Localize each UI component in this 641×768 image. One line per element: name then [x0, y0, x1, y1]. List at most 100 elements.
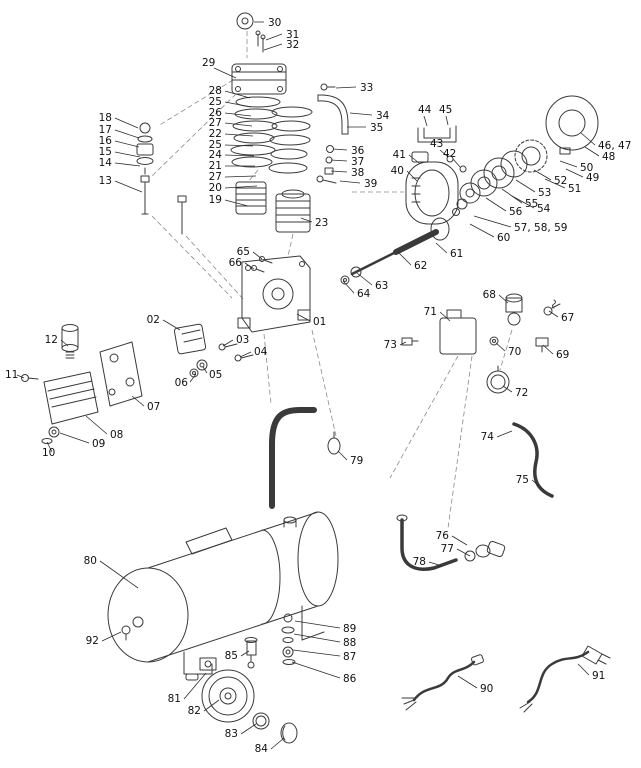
leader-line-34 [349, 112, 373, 116]
leader-line-44 [423, 115, 428, 127]
part-label-18: 18 [99, 112, 112, 124]
leader-line-25 [224, 101, 252, 108]
leader-line-81 [183, 672, 207, 700]
part-label-36: 36 [351, 145, 365, 157]
outlet-tube-fittings [316, 83, 349, 184]
part-label-25: 25 [209, 96, 222, 108]
leader-line-17 [114, 129, 140, 139]
fan-bearing-stack [452, 95, 599, 216]
labels-layer: 3031322933282526272225242127201934351817… [5, 17, 631, 755]
part-label-49: 49 [586, 172, 599, 184]
part-label-27: 27 [209, 171, 222, 183]
part-label-07: 07 [147, 401, 160, 413]
power-cords [401, 645, 611, 713]
leader-line-03 [222, 339, 234, 347]
leader-line-08 [85, 415, 108, 435]
leader-line-24 [224, 154, 255, 157]
leader-line-62 [398, 252, 412, 266]
part-label-13: 13 [99, 175, 112, 187]
part-label-28: 28 [209, 85, 222, 97]
part-label-90: 90 [480, 683, 493, 695]
leader-line-42 [452, 158, 461, 168]
leader-line-01 [296, 313, 311, 322]
wheel-kit [201, 669, 298, 744]
part-label-86: 86 [343, 673, 357, 685]
part-label-12: 12 [45, 334, 58, 346]
leader-line-72 [502, 385, 513, 393]
part-label-71: 71 [424, 306, 437, 318]
leader-line-33 [335, 86, 357, 89]
part-label-67: 67 [561, 312, 574, 324]
part-label-15: 15 [99, 146, 112, 158]
leader-line-14 [114, 162, 141, 167]
part-label-10: 10 [42, 447, 55, 459]
part-label-54: 54 [537, 203, 551, 215]
part-label-44: 44 [418, 104, 432, 116]
leader-line-07 [131, 395, 145, 407]
part-label-63: 63 [375, 280, 388, 292]
leader-line-09 [59, 432, 90, 444]
leader-line-92 [101, 631, 122, 642]
leader-line-50 [559, 160, 578, 168]
leader-line-18 [114, 117, 139, 129]
part-label-24: 24 [209, 149, 223, 161]
part-label-04: 04 [254, 346, 268, 358]
part-label-64: 64 [357, 288, 371, 300]
leader-line-46-47 [580, 132, 596, 146]
pump-head-assembly [230, 12, 313, 174]
leader-line-63 [356, 272, 373, 286]
part-label-79: 79 [350, 455, 363, 467]
part-label-31: 31 [286, 29, 299, 41]
leader-line-71 [439, 311, 451, 322]
leader-line-06 [189, 373, 197, 383]
leader-line-73 [399, 341, 407, 346]
leader-line-75 [531, 479, 545, 491]
part-label-72: 72 [515, 387, 528, 399]
part-label-84: 84 [255, 743, 269, 755]
part-label-51: 51 [568, 183, 581, 195]
leader-line-38 [330, 170, 348, 173]
leader-line-45 [445, 115, 449, 126]
leader-line-05 [202, 366, 208, 374]
leader-line-41 [408, 154, 420, 164]
leader-line-26 [224, 112, 252, 117]
leader-line-51 [544, 178, 566, 189]
leader-line-13 [114, 180, 143, 193]
part-label-56: 56 [509, 206, 523, 218]
leader-line-22 [224, 133, 254, 137]
part-label-55: 55 [525, 198, 538, 210]
leader-line-52 [533, 169, 552, 181]
leader-line-76 [451, 535, 468, 546]
part-label-75: 75 [516, 474, 529, 486]
leader-line-64 [342, 280, 355, 294]
part-label-33: 33 [360, 82, 373, 94]
part-label-19: 19 [209, 194, 222, 206]
part-label-22: 22 [209, 128, 222, 140]
part-label-69: 69 [556, 349, 569, 361]
leader-line-88 [293, 633, 341, 643]
leader-line-84 [270, 737, 285, 750]
leader-line-40 [406, 170, 418, 182]
leader-line-39 [339, 180, 361, 184]
shroud-and-bracket [99, 323, 254, 407]
leader-line-89 [294, 620, 341, 629]
leader-line-90 [457, 675, 478, 689]
part-label-23: 23 [315, 217, 328, 229]
leader-line-70 [495, 342, 506, 352]
part-label-68: 68 [483, 289, 496, 301]
part-label-01: 01 [313, 316, 326, 328]
leader-line-61 [435, 242, 448, 254]
leader-line-53 [515, 179, 536, 193]
leader-line-91 [577, 663, 590, 676]
part-label-05: 05 [209, 369, 222, 381]
part-label-32: 32 [286, 39, 299, 51]
leader-line-29 [213, 67, 237, 79]
part-label-08: 08 [110, 429, 123, 441]
part-label-62: 62 [414, 260, 427, 272]
drain-and-fittings [244, 613, 296, 669]
leader-line-65 [252, 251, 263, 260]
leader-line-27 [224, 175, 257, 178]
alignment-lines [151, 31, 513, 529]
tank [107, 511, 339, 681]
part-label-48: 48 [602, 151, 615, 163]
